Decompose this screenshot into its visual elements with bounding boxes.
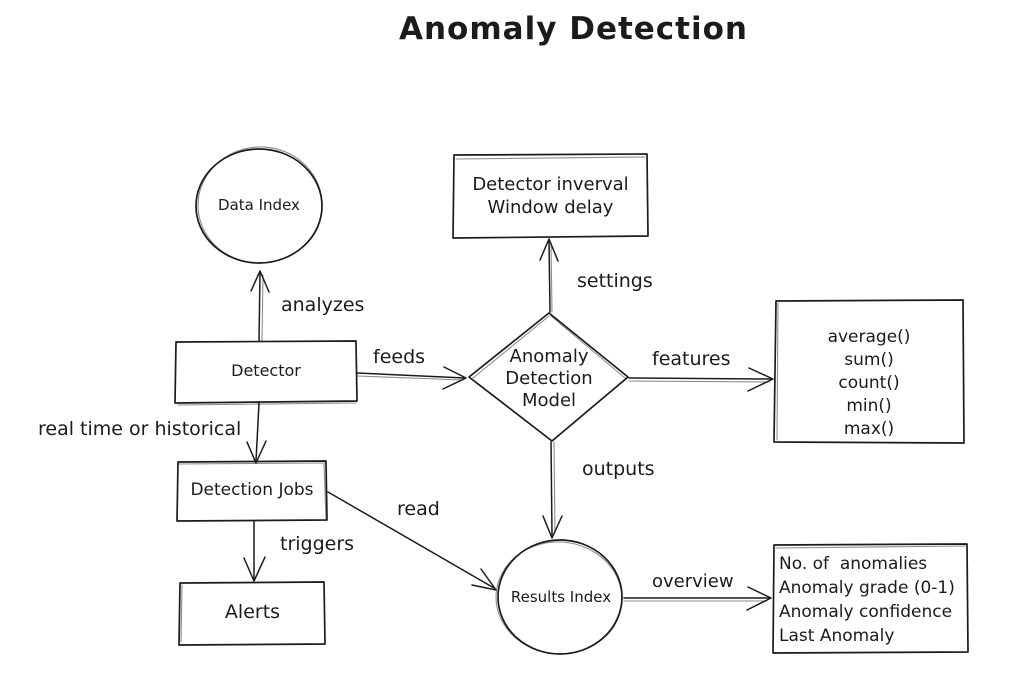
results-fields-label: No. of anomalies Anomaly grade (0-1) Ano… (779, 554, 955, 646)
arrow-triggers (243, 520, 266, 582)
data-index-circle (195, 146, 323, 264)
feature-functions-label: average() sum() count() min() max() (827, 327, 911, 439)
edge-label-features: features (652, 348, 731, 370)
anomaly-detection-model-label: Anomaly Detection Model (505, 346, 593, 411)
edge-label-settings: settings (577, 270, 653, 292)
detection-jobs-box (176, 460, 328, 522)
arrow-feeds (356, 366, 467, 390)
anomaly-detection-model-diamond (468, 312, 629, 442)
detection-jobs-label: Detection Jobs (190, 480, 314, 500)
detector-interval-label: Detector inverval Window delay (472, 174, 629, 218)
edge-label-real-time-or-historical: real time or historical (38, 418, 242, 440)
arrow-features (628, 367, 774, 392)
edge-label-analyzes: analyzes (281, 294, 365, 316)
arrow-real-time (246, 402, 267, 464)
edge-label-read: read (397, 498, 440, 520)
detector-label: Detector (231, 361, 301, 380)
arrow-analyzes (250, 270, 270, 342)
diagram-title: Anomaly Detection (399, 11, 748, 47)
edge-label-feeds: feeds (373, 346, 426, 368)
detector-box (174, 340, 358, 406)
arrow-overview (623, 586, 772, 611)
feature-functions-box (773, 299, 965, 444)
alerts-box (178, 581, 326, 646)
arrow-settings (539, 238, 559, 313)
edge-label-overview: overview (652, 571, 734, 592)
results-index-circle (495, 539, 623, 655)
results-index-label: Results Index (510, 588, 612, 606)
alerts-label: Alerts (224, 601, 281, 623)
results-fields-box (772, 543, 969, 654)
detector-interval-box (452, 153, 649, 239)
edge-label-outputs: outputs (582, 458, 655, 480)
data-index-label: Data Index (218, 196, 300, 214)
edge-label-triggers: triggers (280, 533, 355, 555)
arrow-outputs (542, 441, 563, 539)
arrow-read (327, 491, 497, 591)
